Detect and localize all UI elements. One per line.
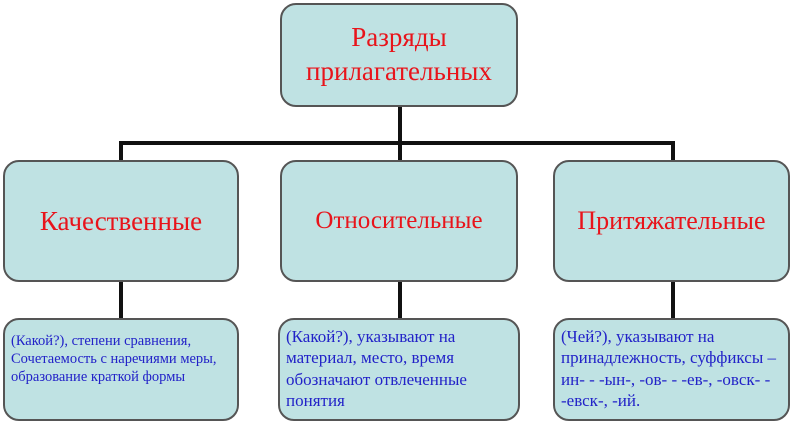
connector-horizontal xyxy=(119,141,675,145)
category-title: Качественные xyxy=(39,205,203,236)
description-box-relative: (Какой?), указывают на материал, место, … xyxy=(278,318,520,421)
connector-left-lower xyxy=(119,280,123,320)
description-box-possessive: (Чей?), указывают на принадлежность, суф… xyxy=(553,318,790,421)
category-box-relative: Относительные xyxy=(280,160,518,282)
connector-right-lower xyxy=(671,280,675,320)
category-box-qualitative: Качественные xyxy=(3,160,239,282)
category-title: Притяжательные xyxy=(577,206,766,235)
connector-middle xyxy=(398,141,402,163)
root-title: Разряды прилагательных xyxy=(306,22,492,86)
connector-right xyxy=(671,141,675,163)
connector-left xyxy=(119,141,123,163)
category-box-possessive: Притяжательные xyxy=(553,160,790,282)
description-box-qualitative: (Какой?), степени сравнения, Сочетаемост… xyxy=(3,318,239,421)
category-description: (Какой?), степени сравнения, Сочетаемост… xyxy=(11,333,217,386)
connector-root xyxy=(398,105,402,145)
category-description: (Какой?), указывают на материал, место, … xyxy=(286,327,467,410)
category-title: Относительные xyxy=(315,207,483,234)
connector-middle-lower xyxy=(398,280,402,320)
root-box: Разряды прилагательных xyxy=(280,3,518,107)
category-description: (Чей?), указывают на принадлежность, суф… xyxy=(561,327,776,410)
